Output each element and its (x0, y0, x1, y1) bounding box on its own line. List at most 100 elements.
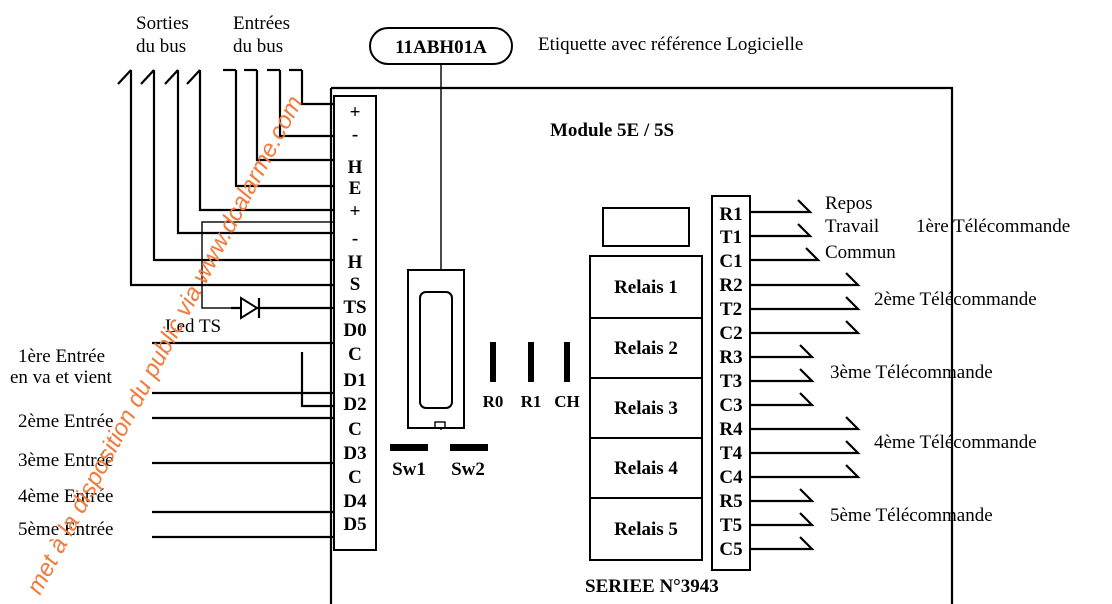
input-5-label: 5ème Entrée (18, 519, 113, 540)
input-4-label: 4ème Entrée (18, 486, 113, 507)
jumper-ch (564, 342, 570, 382)
input-1-label-line2: en va et vient (10, 367, 113, 388)
terminal-r3: R3 (719, 347, 742, 368)
bus-wire-h (255, 70, 334, 162)
relay-3 (589, 377, 703, 439)
input-2-label: 2ème Entrée (18, 411, 113, 432)
terminal-t3: T3 (720, 371, 742, 392)
serial-number: SERIEE N°3943 (585, 576, 719, 597)
terminal-plus-1: + (350, 102, 361, 123)
bus-wire-minus (278, 70, 334, 138)
bus-wire-plus-out (198, 70, 334, 212)
bus-wiring (129, 70, 334, 287)
terminal-c5: C5 (719, 539, 742, 560)
bus-inputs-label-1: Entrées (233, 13, 290, 34)
terminal-c4: C4 (719, 467, 743, 488)
output-travail-label: Travail (825, 216, 879, 237)
relay-3-label: Relais 3 (614, 398, 678, 419)
terminal-s: S (350, 274, 361, 295)
terminal-t2: T2 (720, 299, 742, 320)
out-wire-r2 (750, 272, 861, 287)
switches: Sw1 Sw2 (390, 444, 488, 480)
hook-4 (186, 69, 201, 85)
tag-caption: Etiquette avec référence Logicielle (538, 34, 803, 55)
terminal-r1: R1 (719, 204, 742, 225)
terminal-d5: D5 (343, 514, 366, 535)
switch-sw1-label: Sw1 (392, 459, 426, 480)
remote-4-label: 4ème Télécommande (874, 432, 1037, 453)
relay-2-label: Relais 2 (614, 338, 678, 359)
terminal-d1: D1 (343, 370, 366, 391)
bus-wire-hooks (117, 68, 302, 85)
right-terminal-block (711, 195, 751, 571)
jumpers: R0 R1 CH (483, 342, 580, 411)
bus-wire-s-out (129, 70, 334, 287)
terminal-c-2: C (348, 419, 362, 440)
terminal-r5: R5 (719, 491, 742, 512)
input-3-label: 3ème Entrée (18, 450, 113, 471)
output-commun-label: Commun (825, 242, 896, 263)
terminal-plus-2: + (350, 201, 361, 222)
out-wire-c5 (750, 536, 815, 551)
terminal-c-3: C (348, 467, 362, 488)
terminal-d2: D2 (343, 394, 366, 415)
out-wire-t3 (750, 368, 815, 383)
bus-outputs-label-1: Sorties (136, 13, 189, 34)
out-wire-t5 (750, 512, 815, 527)
eprom-notch (434, 421, 446, 429)
led-ts-icon (231, 296, 334, 320)
relay-5 (589, 497, 703, 561)
terminal-d0: D0 (343, 320, 366, 341)
right-terminal-labels: R1 T1 C1 R2 T2 C2 R3 T3 C3 R4 T4 C4 R5 T… (719, 204, 743, 560)
out-wire-t4 (750, 440, 861, 455)
jumper-r1 (528, 342, 534, 382)
bus-wire-minus-out (176, 70, 334, 235)
relay-4-label: Relais 4 (614, 458, 678, 479)
bus-outputs-label-2: du bus (136, 36, 186, 57)
bus-wire-plus (300, 70, 334, 106)
remote-3-label: 3ème Télécommande (830, 362, 993, 383)
terminal-e: E (349, 178, 362, 199)
relay-1-label: Relais 1 (614, 277, 678, 298)
left-terminal-block (333, 95, 377, 551)
out-wire-c1 (750, 247, 821, 262)
terminal-c1: C1 (719, 251, 742, 272)
switch-sw2 (450, 444, 488, 451)
input-1-label-line1: 1ère Entrée (18, 346, 105, 367)
terminal-ts: TS (343, 297, 366, 318)
terminal-h-2: H (348, 252, 363, 273)
out-wire-r1 (750, 199, 813, 214)
hook-1 (117, 69, 132, 85)
jumper-r0-label: R0 (483, 392, 504, 411)
terminal-r2: R2 (719, 275, 742, 296)
terminal-minus-2: - (352, 228, 358, 249)
status-display (602, 207, 690, 247)
bus-wire-h-out (152, 70, 334, 262)
input-wire-c1 (300, 352, 334, 408)
out-wire-r3 (750, 344, 815, 359)
terminal-t1: T1 (720, 227, 742, 248)
jumper-r1-label: R1 (521, 392, 542, 411)
terminal-d4: D4 (343, 491, 367, 512)
terminal-t4: T4 (720, 443, 743, 464)
switch-sw1 (390, 444, 428, 451)
out-wire-c4 (750, 464, 861, 479)
hook-2 (140, 69, 155, 85)
bus-inputs-label-2: du bus (233, 36, 283, 57)
terminal-c-1: C (348, 344, 362, 365)
terminal-h-1: H (348, 157, 363, 178)
terminal-r4: R4 (719, 419, 743, 440)
jumper-r0 (490, 342, 496, 382)
out-wire-t1 (750, 223, 813, 238)
jumper-ch-label: CH (554, 392, 580, 411)
relay-5-label: Relais 5 (614, 519, 678, 540)
board-outline-top (331, 86, 954, 604)
output-repos-label: Repos (825, 193, 873, 214)
out-wire-t2 (750, 296, 861, 311)
bus-wire-e (234, 70, 334, 188)
switch-sw2-label: Sw2 (451, 459, 485, 480)
eprom-window (419, 291, 453, 409)
terminal-c2: C2 (719, 323, 742, 344)
terminal-c3: C3 (719, 395, 742, 416)
